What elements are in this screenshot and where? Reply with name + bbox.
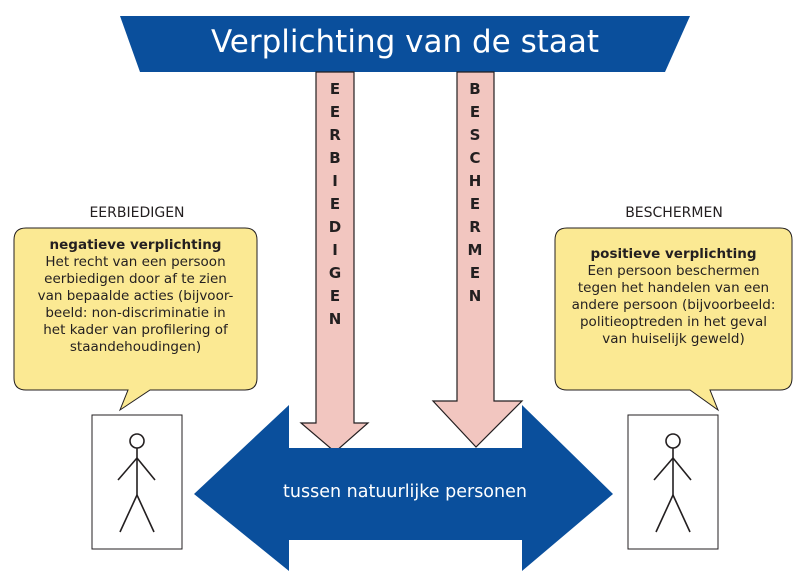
left-bubble-text: negatieve verplichting Het recht van een… xyxy=(16,237,255,356)
arrow-letter: C xyxy=(469,149,481,167)
arrow-letter: I xyxy=(332,241,338,259)
arrow-letter: B xyxy=(469,80,481,98)
bubble-line: van huiselijk geweld) xyxy=(602,331,745,347)
arrow-letter: E xyxy=(329,103,341,121)
left-heading: EERBIEDIGEN xyxy=(89,205,185,221)
left-speech-bubble xyxy=(13,227,258,412)
arrow-eerbiedigen xyxy=(299,71,370,453)
right-bubble-title: positieve verplichting xyxy=(590,246,757,262)
arrow-letter: E xyxy=(329,287,341,305)
arrow-beschermen xyxy=(431,71,524,448)
bubble-line: Een persoon beschermen xyxy=(587,263,760,279)
bubble-line: het kader van profilering of xyxy=(43,322,228,338)
bubble-line: andere persoon (bijvoorbeeld: xyxy=(571,297,776,313)
bubble-line: tegen het handelen van een xyxy=(577,280,770,296)
arrow-letter: R xyxy=(469,218,481,236)
stick-figure-icon xyxy=(653,433,692,533)
banner-shape xyxy=(120,16,690,72)
arrow-letter: N xyxy=(468,287,482,305)
bubble-line: staandehoudingen) xyxy=(69,339,202,355)
banner-title: Verplichting van de staat xyxy=(210,24,600,60)
bubble-line: politieoptreden in het geval xyxy=(579,314,768,330)
center-label: tussen natuurlijke personen xyxy=(283,482,527,502)
right-speech-bubble xyxy=(554,227,793,412)
arrow-letter: D xyxy=(328,218,342,236)
arrow-letter: N xyxy=(328,310,342,328)
arrow-letter: E xyxy=(469,195,481,213)
bubble-line: van bepaalde acties (bijvoor- xyxy=(37,288,234,304)
bubble-line: Het recht van een persoon xyxy=(45,254,226,270)
right-heading: BESCHERMEN xyxy=(625,205,723,221)
stick-figure-icon xyxy=(117,433,156,533)
arrow-letter: B xyxy=(329,149,341,167)
bubble-line: eerbiedigen door af te zien xyxy=(44,271,227,287)
arrow-letter: E xyxy=(469,103,481,121)
right-bubble-text: positieve verplichting Een persoon besch… xyxy=(557,246,790,348)
arrow-letter: G xyxy=(328,264,342,282)
arrow-letter: M xyxy=(467,241,483,259)
arrow-letter: S xyxy=(469,126,481,144)
arrow-letter: H xyxy=(468,172,482,190)
double-arrow-shape xyxy=(194,405,613,571)
arrow-letter: E xyxy=(329,80,341,98)
left-bubble-title: negatieve verplichting xyxy=(49,237,222,253)
arrow-letter: E xyxy=(469,264,481,282)
arrow-letter: R xyxy=(329,126,341,144)
arrow-letter: I xyxy=(332,172,338,190)
arrow-letter: E xyxy=(329,195,341,213)
bubble-line: beeld: non-discriminatie in xyxy=(45,305,226,321)
